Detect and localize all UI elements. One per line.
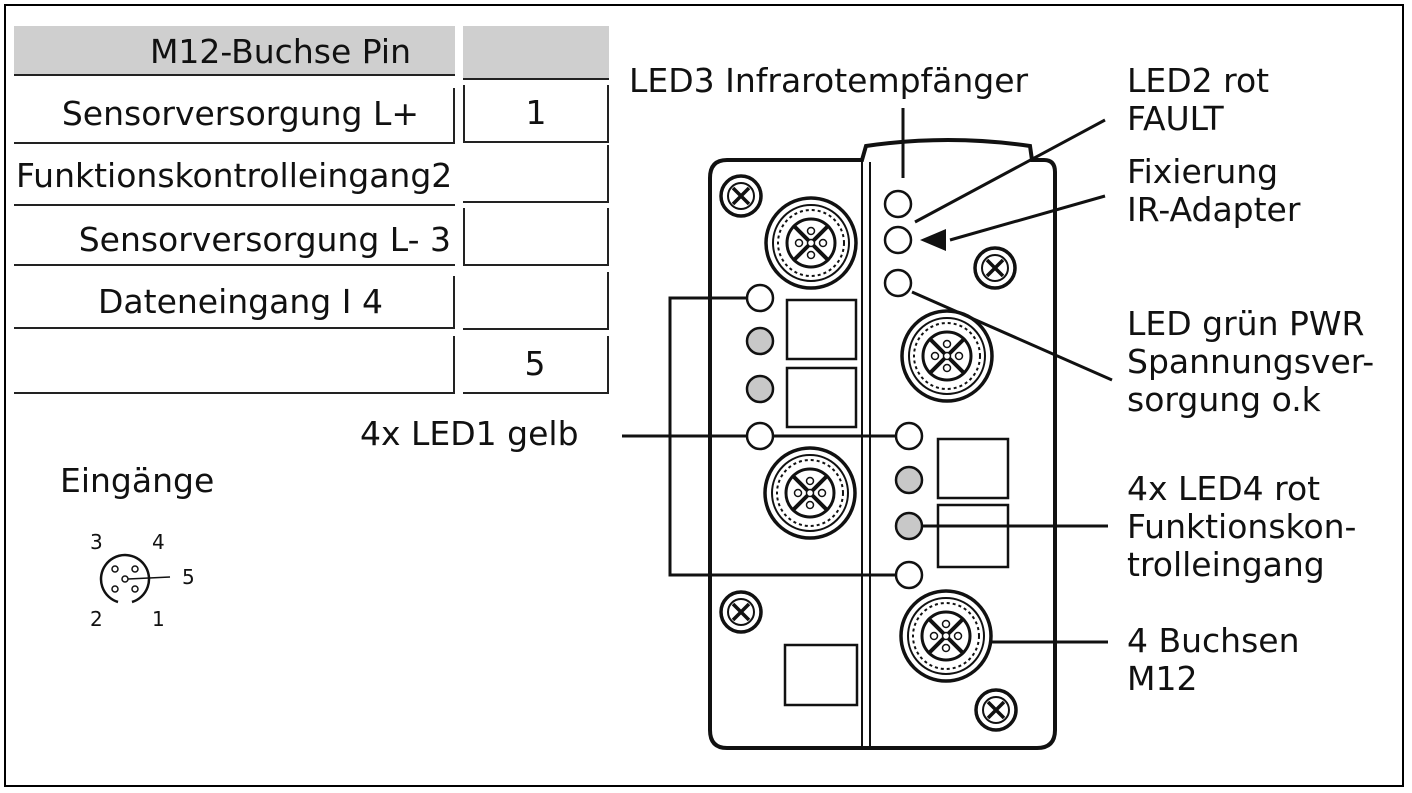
leader-fixing [949,194,1106,242]
inputs-title: Eingänge [60,461,215,500]
screw-icon [719,174,763,218]
pin-label-2: 2 [90,607,103,631]
screw-icon [719,590,763,634]
inputs-connector-icon [99,553,171,604]
table-row: Sensorversorgung L- 3 [14,214,455,266]
label-pwr: LED grün PWR Spannungsver- sorgung o.k [1127,304,1375,419]
screw-icon [973,246,1017,290]
table-row-border [463,208,609,266]
leader-pwr [911,290,1113,382]
pin-label-5: 5 [182,565,195,589]
led4-red [745,374,775,404]
table-row [14,336,455,394]
led3-infrared [883,189,913,219]
label-field [785,298,858,361]
led1-yellow [745,283,775,313]
table-row: Funktionskontrolleingang2 [16,156,453,195]
led4-red [745,326,775,356]
led1-yellow [894,421,924,451]
leader-led2 [914,118,1106,224]
m12-socket-icon [763,446,857,540]
led2-fault [883,225,913,255]
label-field [936,503,1010,569]
table-row-border [463,145,609,203]
led4-red [894,511,924,541]
led-pwr [883,268,913,298]
pin-label-4: 4 [152,530,165,554]
label-buchsen: 4 Buchsen M12 [1127,621,1300,698]
m12-socket-icon [900,309,994,403]
label-field [783,643,859,707]
table-header-label: M12-Buchse Pin [14,26,455,76]
led1-yellow [745,421,775,451]
fixing-arrow-icon [920,229,946,251]
led4-red [894,465,924,495]
table-row-pin: 5 [463,336,609,394]
m12-socket-icon [764,196,858,290]
label-led2: LED2 rot FAULT [1127,61,1270,138]
table-row-border [14,204,455,206]
table-row-border [463,272,609,330]
table-row: Sensorversorgung L+ [14,88,455,144]
label-field [936,437,1010,500]
leader-led1-bracket [668,296,895,577]
led1-yellow [894,560,924,590]
label-led1: 4x LED1 gelb [360,414,579,453]
m12-socket-icon [899,589,993,683]
label-led3: LED3 Infrarotempfänger [629,61,1029,100]
pin-label-3: 3 [90,530,103,554]
label-fixing: Fixierung IR-Adapter [1127,152,1301,229]
pin-label-1: 1 [152,607,165,631]
table-row: Dateneingang I 4 [14,276,455,329]
table-row-pin: 1 [463,85,609,143]
label-field [785,366,858,429]
table-header-pin [463,26,609,80]
screw-icon [974,688,1018,732]
diagram-frame [4,4,1404,787]
label-led4: 4x LED4 rot Funktionskon- trolleingang [1127,469,1357,584]
